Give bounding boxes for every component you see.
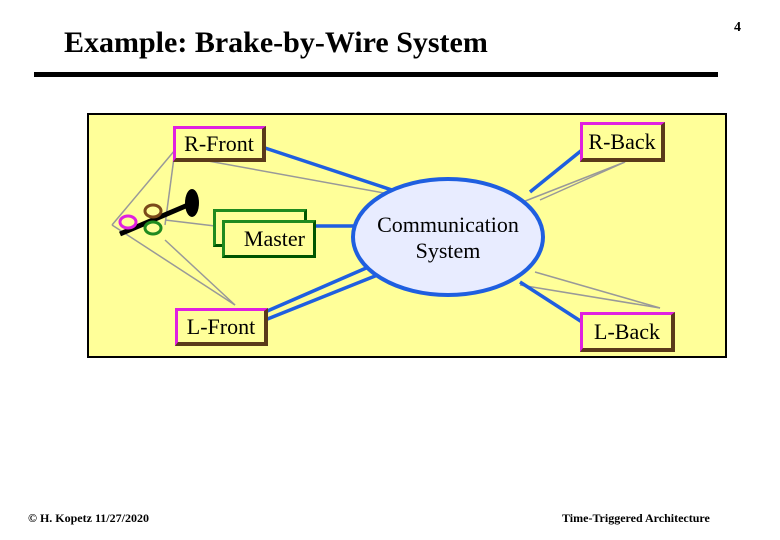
wire-pedal-to-lfront: [111, 224, 236, 306]
wire-lback-to-comm-2: [519, 284, 661, 309]
node-master: Master: [222, 220, 316, 258]
footer-course-title: Time-Triggered Architecture: [562, 511, 710, 525]
node-l-back: L-Back: [580, 312, 675, 352]
node-l-front: L-Front: [175, 308, 268, 346]
communication-system-label-line-2: System: [415, 238, 481, 263]
title-divider: [34, 72, 718, 77]
slide-title: Example: Brake-by-Wire System: [64, 26, 488, 59]
bus-lback: [519, 280, 583, 324]
brake-pedal-icon: [118, 189, 199, 237]
communication-system-ellipse: [351, 177, 545, 297]
wire-rfront-to-pedal: [111, 149, 176, 226]
node-r-back: R-Back: [580, 122, 665, 162]
bus-lfront-2: [264, 260, 381, 314]
footer-author-date: © H. Kopetz 11/27/2020: [28, 511, 149, 525]
bus-rfront: [264, 146, 393, 192]
wire-master-to-pedal: [164, 219, 216, 227]
page-number: 4: [734, 20, 741, 35]
communication-system-label-line-1: Communication: [377, 212, 519, 237]
wire-rback-to-comm-2: [514, 161, 626, 206]
communication-system-label: Communication System: [366, 212, 530, 264]
wire-lback-to-comm: [534, 271, 661, 309]
wire-pedal-to-lfront-2: [164, 239, 236, 306]
node-r-front: R-Front: [173, 126, 266, 162]
bus-rback: [528, 148, 584, 194]
bus-lfront: [264, 266, 396, 322]
